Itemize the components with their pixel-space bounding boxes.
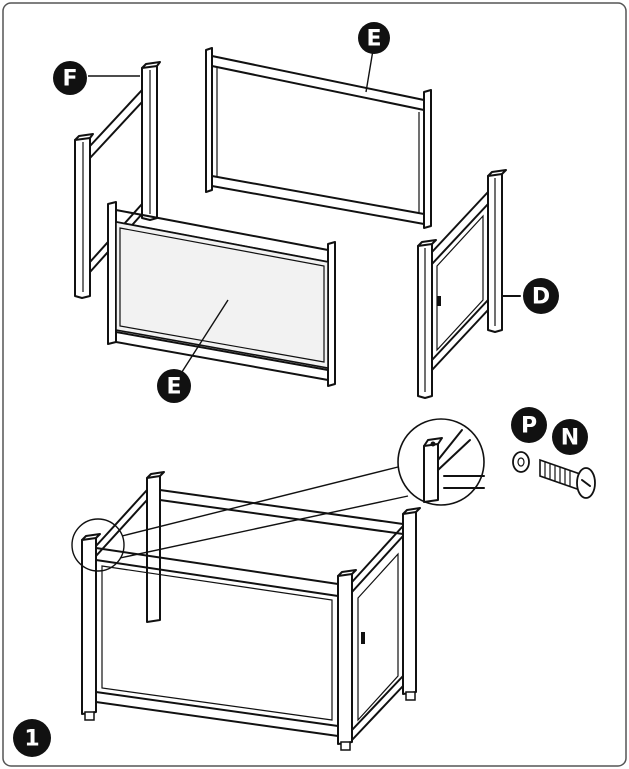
step-number-badge: 1 (13, 719, 51, 757)
leader-e-front (179, 299, 229, 376)
label-e-front-text: E (166, 375, 181, 400)
label-d-badge: D (523, 278, 559, 314)
zoom-detail (397, 418, 485, 506)
part-e-front-panel (107, 201, 336, 387)
zoom-source-circle (71, 518, 125, 572)
assembled-cabinet (81, 471, 421, 751)
label-p-text: P (521, 414, 537, 439)
screw-n (539, 458, 596, 499)
label-e-back-badge: E (358, 22, 390, 54)
label-e-back-text: E (366, 27, 381, 52)
door-knob-icon (437, 296, 441, 306)
label-f-text: F (62, 67, 77, 92)
zoom-connector-bottom (119, 495, 409, 559)
part-d-side-frame (417, 169, 521, 399)
label-e-front-badge: E (157, 369, 191, 403)
cabinet-door-knob-icon (361, 632, 365, 644)
label-f-badge: F (53, 61, 87, 95)
label-n-badge: N (552, 419, 588, 455)
part-e-back-panel (205, 47, 432, 229)
label-n-text: N (561, 426, 579, 451)
washer-p (512, 451, 530, 473)
label-p-badge: P (511, 407, 547, 443)
label-d-text: D (532, 285, 550, 310)
step-number-text: 1 (24, 727, 39, 752)
leader-e-back (365, 49, 374, 93)
zoom-connector-top (121, 465, 403, 537)
